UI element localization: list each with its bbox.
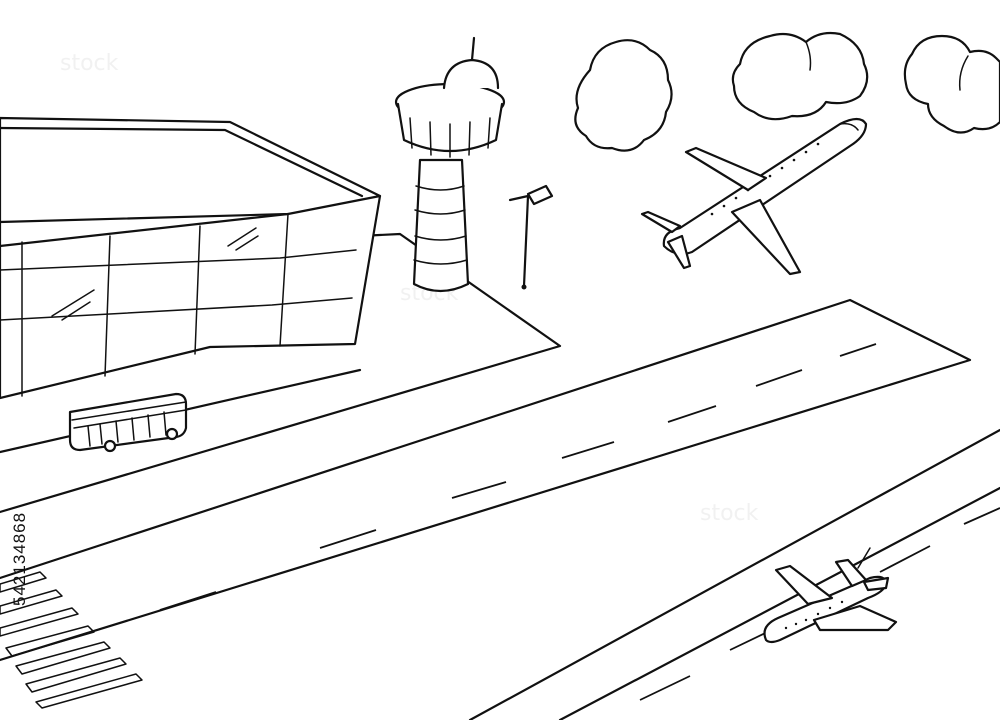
terminal-building	[0, 116, 382, 400]
runway-centerline	[159, 343, 877, 611]
watermark-text: stock	[700, 501, 759, 526]
tree	[903, 34, 1000, 134]
airplane-on-runway	[763, 547, 898, 644]
airplane-windows	[784, 600, 844, 630]
airplane-taking-off	[640, 117, 868, 276]
taxiway	[468, 428, 1000, 720]
airplane-windows	[710, 142, 820, 216]
windsock	[508, 184, 554, 290]
tree	[574, 39, 673, 152]
apron	[0, 232, 562, 514]
bus	[68, 392, 188, 453]
tree	[731, 31, 869, 121]
runway	[0, 298, 972, 662]
watermark-text: stock	[60, 51, 119, 76]
control-tower	[394, 36, 506, 293]
crosswalk	[0, 571, 143, 709]
stock-id-label: 542134868	[10, 511, 29, 606]
trees	[574, 31, 1000, 152]
